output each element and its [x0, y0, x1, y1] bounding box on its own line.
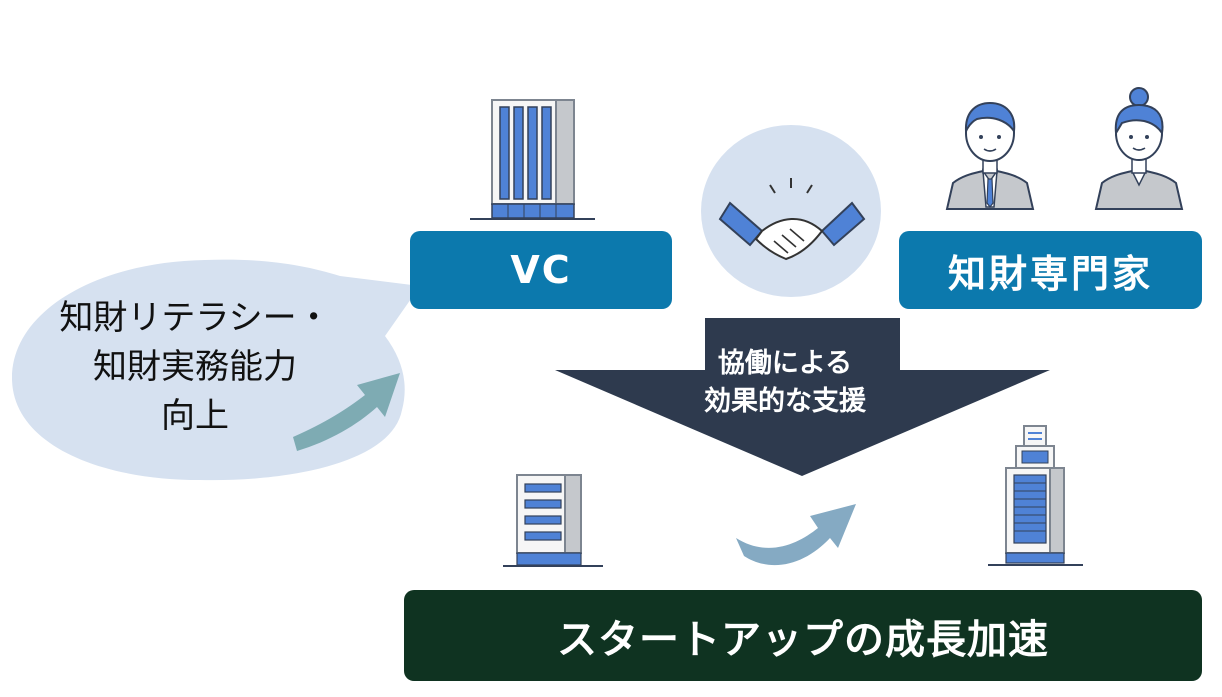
small-building-icon [503, 474, 603, 567]
collaboration-arrow [555, 318, 1050, 476]
bubble-line-1: 知財リテラシー・ [59, 298, 331, 338]
arrow-line-2: 効果的な支援 [704, 386, 866, 417]
ip-expert-label: 知財専門家 [899, 231, 1202, 309]
vc-label-text: VC [510, 248, 572, 292]
speech-bubble-text: 知財リテラシー・ 知財実務能力 向上 [20, 294, 370, 441]
startup-growth-banner: スタートアップの成長加速 [404, 590, 1202, 681]
vc-building-icon [470, 99, 595, 220]
bubble-line-3: 向上 [161, 396, 229, 436]
curved-arrow-icon [293, 373, 400, 451]
handshake-icon [701, 125, 881, 297]
collaboration-arrow-text: 協働による 効果的な支援 [660, 345, 910, 421]
tall-building-icon [988, 425, 1083, 566]
bubble-line-2: 知財実務能力 [93, 347, 297, 387]
vc-label: VC [410, 231, 672, 309]
startup-growth-text: スタートアップの成長加速 [557, 616, 1049, 663]
ip-expert-label-text: 知財専門家 [947, 251, 1153, 296]
female-expert-icon [1094, 87, 1184, 210]
male-expert-icon [945, 101, 1035, 210]
curved-arrow-icon [736, 504, 856, 566]
arrow-line-1: 協働による [717, 348, 853, 379]
